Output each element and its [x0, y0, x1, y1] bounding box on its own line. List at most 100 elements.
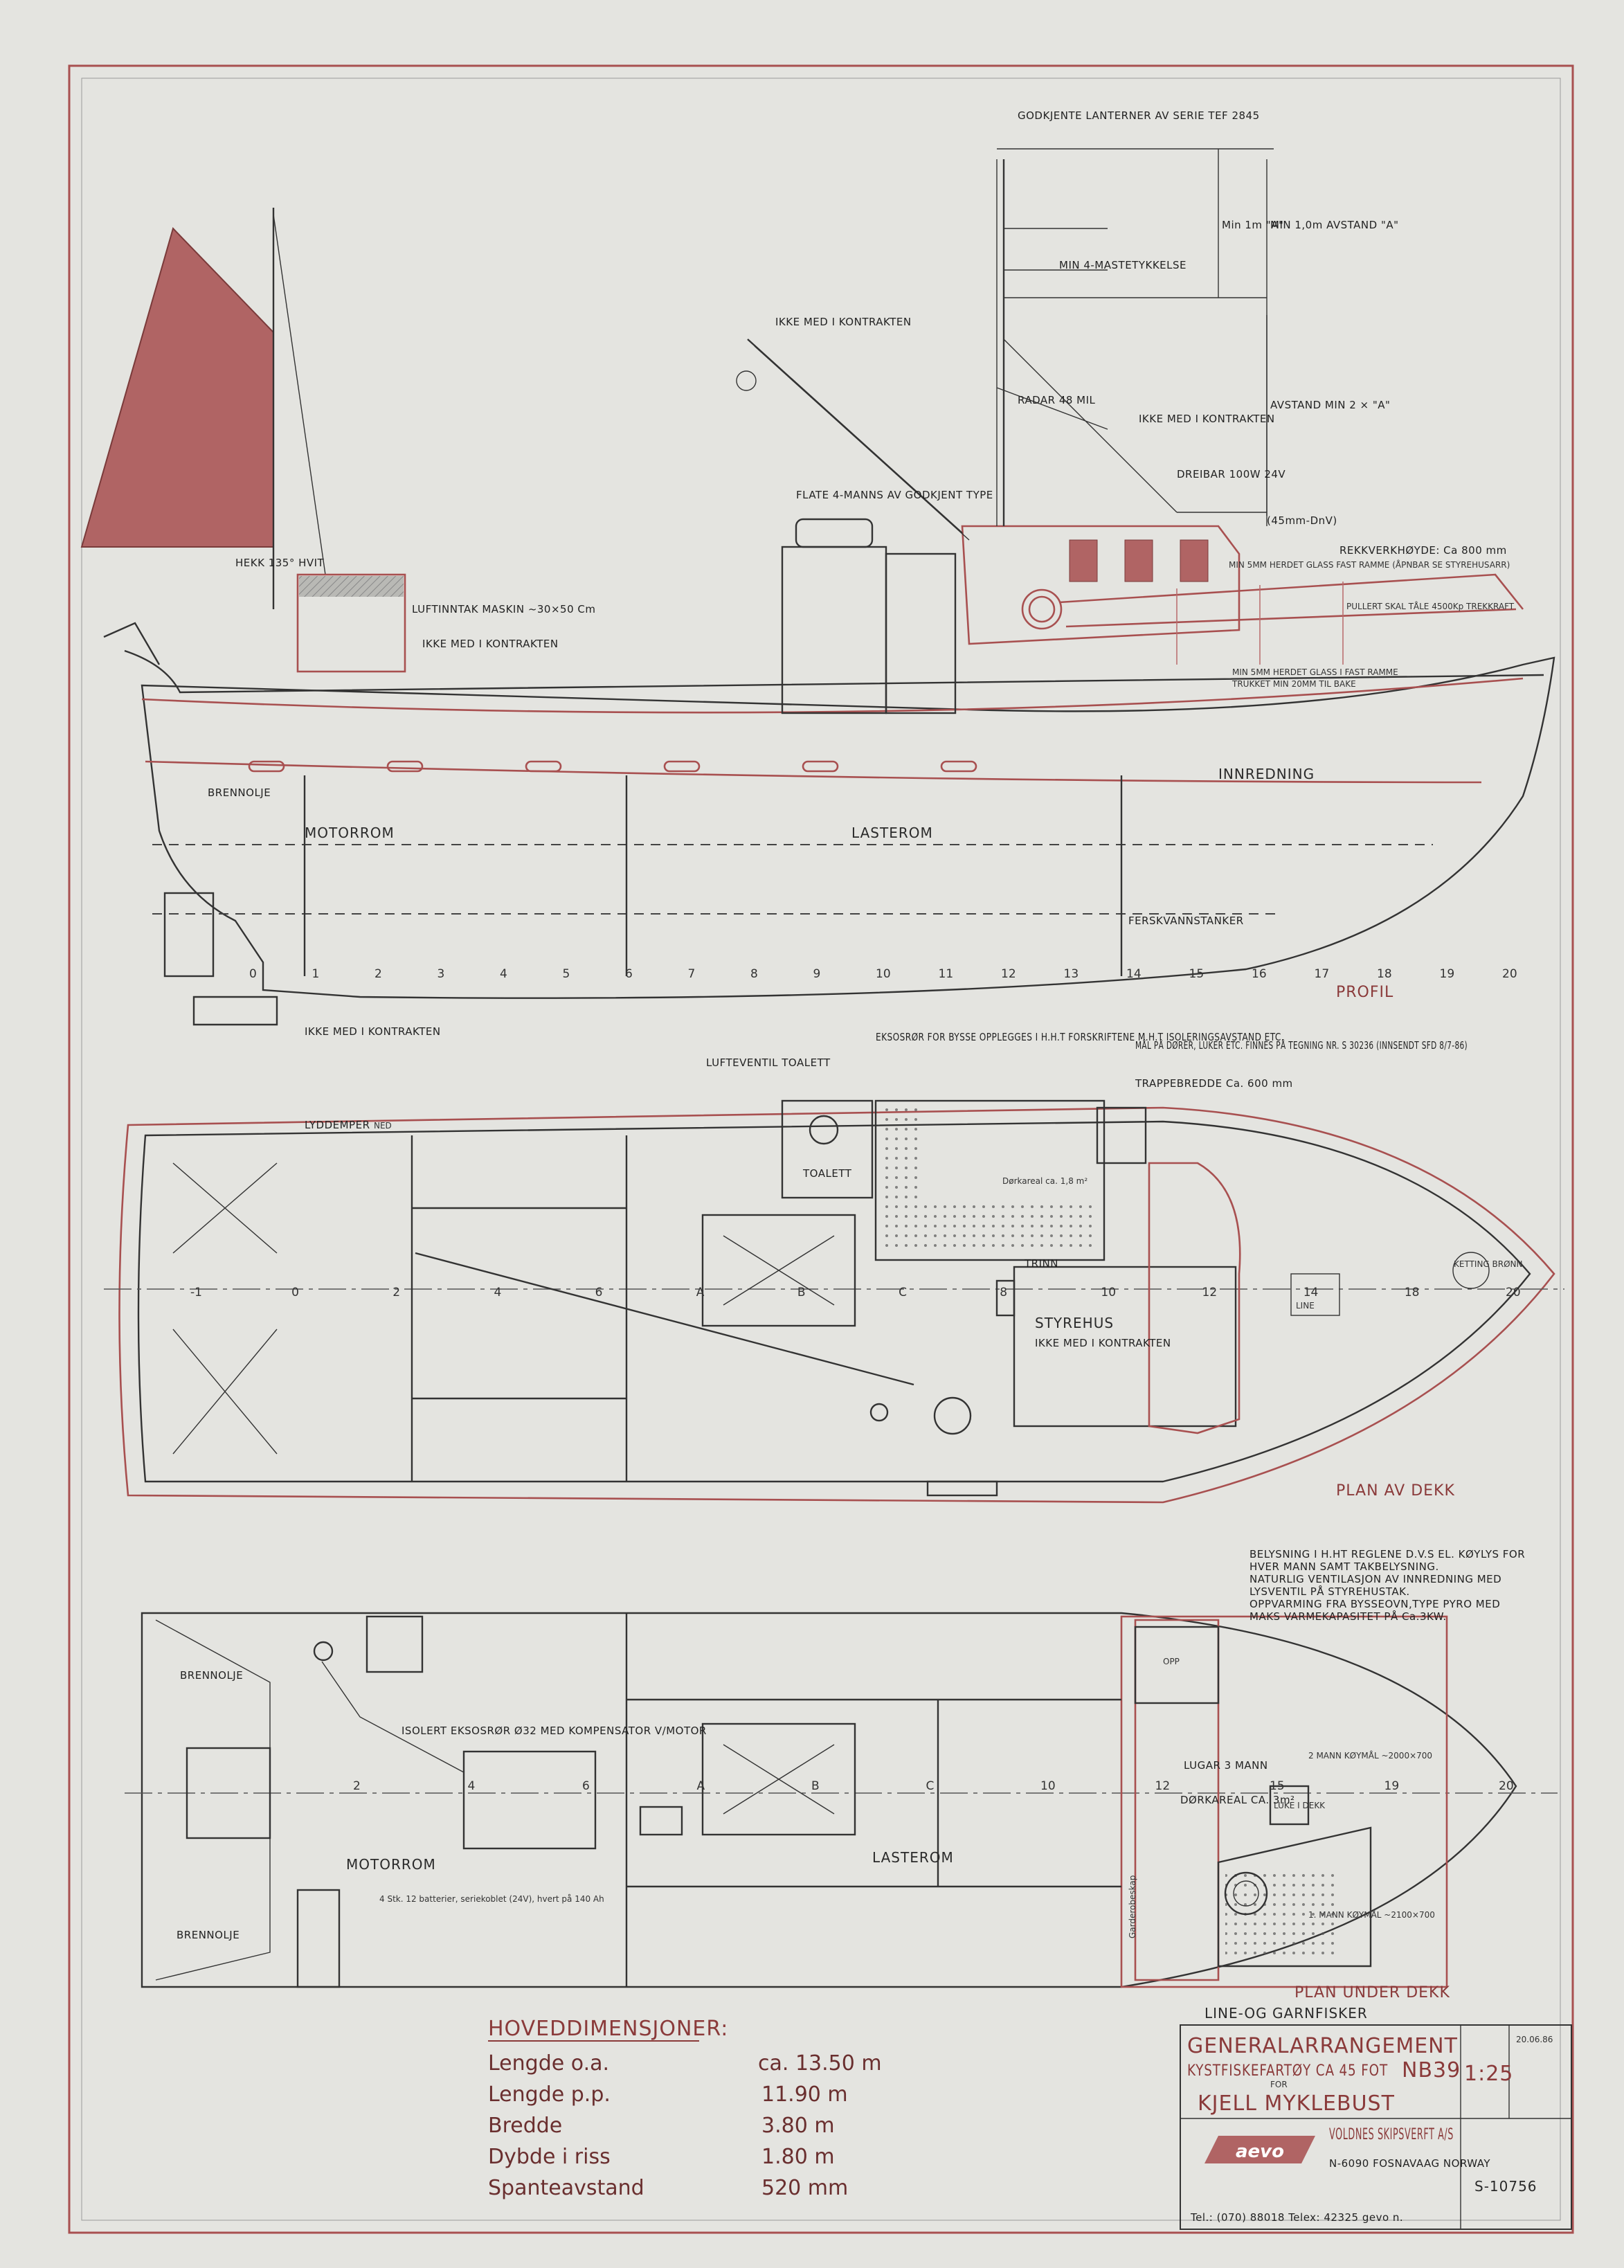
frame-number: 20: [1502, 967, 1517, 981]
frame-number: 3: [437, 967, 445, 981]
dim-label-2: Lengde p.p.: [488, 2082, 611, 2107]
fuel-oil-label: BRENNOLJE: [208, 786, 271, 799]
liferaft-note: FLATE 4-MANNS AV GODKJENT TYPE: [796, 489, 993, 501]
owner-name: KJELL MYKLEBUST: [1198, 2091, 1395, 2116]
frame-number: 6: [595, 1286, 603, 1299]
not-in-contract-aft: IKKE MED I KONTRAKTEN: [422, 638, 559, 650]
accommodation-label: INNREDNING: [1218, 766, 1315, 782]
min-1m-note: Min 1m "A": [1222, 219, 1283, 231]
wheelhouse-label: STYREHUS: [1035, 1315, 1114, 1331]
under-cargo-hold-label: LASTEROM: [872, 1849, 954, 1866]
frame-number: 4: [494, 1286, 501, 1299]
under-deck-title: PLAN UNDER DEKK: [1294, 1984, 1450, 2001]
frame-number: 16: [1252, 967, 1267, 981]
frame-number: 1: [312, 967, 320, 981]
lighting-note-3: NATURLIG VENTILASJON AV INNREDNING MED: [1249, 1573, 1501, 1585]
frame-number: 6: [625, 967, 633, 981]
insulated-exhaust-note: ISOLERT EKSOSRØR Ø32 MED KOMPENSATOR V/M…: [402, 1725, 707, 1737]
not-in-contract-keel: IKKE MED I KONTRAKTEN: [305, 1025, 441, 1038]
sheet-border: [68, 64, 1574, 2234]
avstand-note: AVSTAND MIN 2 × "A": [1270, 399, 1390, 411]
chain-locker-label: KETTING BRØNN: [1454, 1259, 1523, 1269]
fuel-oil-lower-label: BRENNOLJE: [177, 1929, 240, 1941]
deck-plan-view: EKSOSRØR FOR BYSSE OPPLEGGES I H.H.T FOR…: [104, 1031, 1564, 1504]
under-floor-area-label: DØRKAREAL CA. 3m²: [1180, 1794, 1295, 1806]
frame-number: 15: [1189, 967, 1205, 981]
cargo-hold-label: LASTEROM: [851, 825, 933, 841]
frame-number: B: [797, 1286, 806, 1299]
toilet-label: TOALETT: [802, 1167, 852, 1180]
frame-number: 4: [468, 1779, 476, 1793]
scale-label: 1:25: [1464, 2062, 1513, 2086]
frame-number: 6: [582, 1779, 590, 1793]
main-dimensions: HOVEDDIMENSJONER: Lengde o.a. ca. 13.50 …: [488, 2017, 882, 2200]
frame-number: 8: [750, 967, 758, 981]
deck-hatch-label: LUKE I DEKK: [1274, 1801, 1326, 1810]
up-label: OPP: [1163, 1657, 1180, 1666]
frame-number: 17: [1315, 967, 1330, 981]
frame-number: 2: [375, 967, 382, 981]
frame-number: A: [696, 1286, 705, 1299]
dim-label-5: Spanteavstand: [488, 2176, 644, 2200]
hull-number: NB39: [1402, 2058, 1461, 2082]
frame-number: 15: [1270, 1779, 1285, 1793]
down-label: NED: [374, 1121, 392, 1131]
radar-note: RADAR 48 MIL: [1018, 394, 1096, 406]
under-deck-view: BELYSNING I H.HT REGLENE D.V.S EL. KØYLY…: [125, 1548, 1558, 2001]
cabin-label: LUGAR 3 MANN: [1184, 1759, 1268, 1772]
stern-light-note: HEKK 135° HVIT: [235, 557, 325, 569]
frame-number: A: [697, 1779, 705, 1793]
frame-number: 4: [500, 967, 507, 981]
frame-number: 14: [1126, 967, 1142, 981]
frame-number: 19: [1384, 1779, 1400, 1793]
railing-height-note: REKKVERKHØYDE: Ca 800 mm: [1339, 544, 1507, 557]
frame-number: 7: [688, 967, 696, 981]
dim-value-1: ca. 13.50 m: [758, 2051, 882, 2076]
frame-number: 20: [1499, 1779, 1514, 1793]
frame-number: 10: [876, 967, 891, 981]
profile-view: GODKJENTE LANTERNER AV SERIE TEF 2845 IK…: [80, 109, 1555, 1038]
dreibar-note: DREIBAR 100W 24V: [1177, 468, 1285, 480]
not-in-contract-derrick: IKKE MED I KONTRAKTEN: [775, 316, 912, 328]
recessed-note: TRUKKET MIN 20MM TIL BAKE: [1231, 679, 1356, 689]
toilet-vent-note: LUFTEVENTIL TOALETT: [706, 1056, 831, 1069]
freshwater-tanks-label: FERSKVANNSTANKER: [1128, 915, 1244, 927]
step-label: TRINN: [1024, 1257, 1058, 1270]
drawing-number: S-10756: [1474, 2178, 1537, 2195]
for-label: FOR: [1270, 2080, 1288, 2089]
dim-label-1: Lengde o.a.: [488, 2051, 609, 2076]
frame-number: 12: [1001, 967, 1016, 981]
title-block: LINE-OG GARNFISKER GENERALARRANGEMENT KY…: [1180, 2005, 1572, 2230]
front-glass-note: MIN 5MM HERDET GLASS I FAST RAMME: [1232, 667, 1398, 677]
silencer-label: LYDDEMPER: [305, 1119, 370, 1131]
dim-value-4: 1.80 m: [761, 2145, 835, 2169]
yard-address: N-6090 FOSNAVAAG NORWAY: [1329, 2157, 1490, 2170]
galley-exhaust-note-1: EKSOSRØR FOR BYSSE OPPLEGGES I H.H.T FOR…: [876, 1031, 1284, 1043]
two-berth-note: 2 MANN KØYMÅL ~2000×700: [1308, 1750, 1432, 1761]
dim-value-2: 11.90 m: [761, 2082, 848, 2107]
portholes: [248, 760, 977, 773]
frame-number: C: [899, 1286, 907, 1299]
date-label: 20.06.86: [1516, 2035, 1553, 2044]
batteries-note: 4 Stk. 12 batterier, seriekoblet (24V), …: [379, 1894, 604, 1904]
frame-number: 14: [1303, 1286, 1319, 1299]
steadying-sail: [80, 227, 274, 548]
mm-note: (45mm-DnV): [1267, 514, 1337, 527]
lighting-note-2: HVER MANN SAMT TAKBELYSNING.: [1249, 1560, 1439, 1573]
yard-contact: Tel.: (070) 88018 Telex: 42325 gevo n.: [1190, 2211, 1403, 2224]
fuel-oil-upper-label: BRENNOLJE: [180, 1669, 243, 1682]
deck-outline: [118, 1106, 1555, 1504]
dim-label-3: Bredde: [488, 2114, 562, 2138]
deck-plan-title: PLAN AV DEKK: [1336, 1482, 1455, 1500]
frame-number: 10: [1040, 1779, 1056, 1793]
line-label: LINE: [1296, 1301, 1315, 1311]
lanterns-note: GODKJENTE LANTERNER AV SERIE TEF 2845: [1018, 109, 1260, 122]
frame-number: B: [811, 1779, 820, 1793]
under-engine-room-label: MOTORROM: [346, 1856, 436, 1873]
wheelhouse-profile: [961, 525, 1240, 645]
frame-number: 18: [1405, 1286, 1420, 1299]
not-in-contract-mast: IKKE MED I KONTRAKTEN: [1139, 413, 1275, 425]
